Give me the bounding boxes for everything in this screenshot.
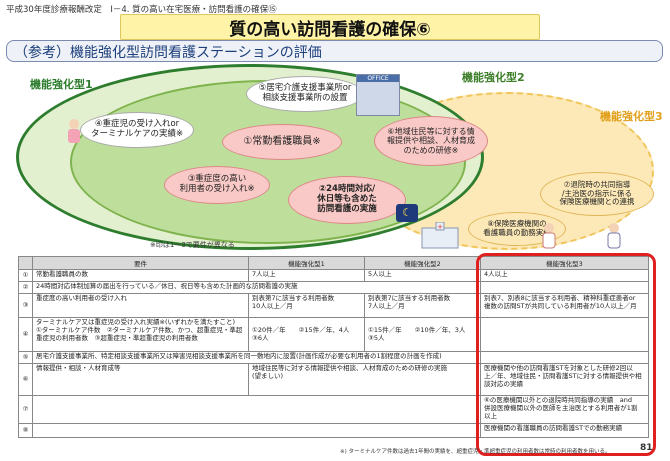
bubble-6: ⑥地域住民等に対する情 報提供や相談、人材育成 のための研修※: [374, 116, 488, 166]
row-number: ②: [19, 282, 33, 294]
row-type1: 7人以上: [249, 270, 365, 282]
hospital-icon: +: [420, 222, 460, 250]
row-type2: ①15件／年 ②10件／年、3人 ③5人: [365, 318, 481, 352]
svg-text:+: +: [437, 223, 443, 231]
nurse-child-illustration: [64, 118, 84, 146]
row-number: ⑤: [19, 352, 33, 364]
doctor-illustration: [605, 222, 623, 250]
bubble-2-text: ②24時間対応/ 休日等も含めた 訪問看護の実施: [317, 185, 377, 214]
type1-label: 機能強化型1: [30, 76, 93, 92]
night-moon-icon: ☾: [396, 204, 418, 222]
row-requirement: 居宅介護支援事業所、特定相談支援事業所又は障害児相談支援事業所を同一敷地内に設置…: [33, 352, 481, 364]
table-header: 要件: [33, 257, 249, 270]
row-number: ⑦: [19, 396, 33, 424]
bubble-1-text: ①常勤看護職員※: [243, 136, 320, 148]
office-building-icon: OFFICE: [356, 74, 400, 116]
row-number: ⑥: [19, 364, 33, 396]
row-number: ③: [19, 294, 33, 318]
row-type1: 別表第7に該当する利用者数 10人以上／月: [249, 294, 365, 318]
table-header: [19, 257, 33, 270]
bubble-3-text: ③重症度の高い 利用者の受け入れ※: [179, 175, 254, 195]
type2-label: 機能強化型2: [462, 69, 525, 85]
nurse-illustration: [540, 222, 558, 250]
diagram-note: ※印は1～3で要件が異なる: [150, 240, 235, 250]
row-requirement: [33, 396, 481, 424]
bubble-4-text: ④重症児の受け入れor ターミナルケアの実績※: [91, 120, 183, 140]
table-header: 機能強化型2: [365, 257, 481, 270]
bubble-7: ⑦退院時の共同指導 /主治医の指示に係る 保険医療機関との連携: [540, 172, 654, 216]
row-requirement: 重症度の高い利用者の受け入れ: [33, 294, 249, 318]
table-footnote: ※) ターミナルケア件数は過去1年間の実績を、超重症児・準超重症児の利用者数は常…: [340, 447, 611, 455]
bubble-7-text: ⑦退院時の共同指導 /主治医の指示に係る 保険医療機関との連携: [560, 181, 635, 207]
title-banner: 質の高い訪問看護の確保⑥: [120, 14, 540, 40]
table-header: 機能強化型1: [249, 257, 365, 270]
page-title: 質の高い訪問看護の確保⑥: [229, 15, 430, 40]
row-type2: 5人以上: [365, 270, 481, 282]
row-requirement: 情報提供・相談・人材育成等: [33, 364, 249, 396]
row-number: ①: [19, 270, 33, 282]
bubble-4: ④重症児の受け入れor ターミナルケアの実績※: [80, 112, 194, 148]
row-requirement: 24時間対応体制加算の届出を行っている／休日、祝日等も含めた計画的な訪問看護の実…: [33, 282, 481, 294]
bubble-5: ⑤居宅介護支援事業所or 相談支援事業所の設置: [246, 76, 364, 112]
page-subtitle: （参考）機能強化型訪問看護ステーションの評価: [14, 42, 322, 62]
row-type1: 地域住民等に対する情報提供や相談、人材育成のための研修の実施 (望ましい): [249, 364, 481, 396]
page-number: 81: [640, 443, 653, 453]
bubble-6-text: ⑥地域住民等に対する情 報提供や相談、人材育成 のための研修※: [387, 127, 475, 155]
bubble-3: ③重症度の高い 利用者の受け入れ※: [164, 166, 270, 204]
bubble-1: ①常勤看護職員※: [222, 124, 342, 160]
row-number: ⑧: [19, 424, 33, 438]
type3-label: 機能強化型3: [600, 108, 663, 124]
row-type2: 別表第7に該当する利用者数 7人以上／月: [365, 294, 481, 318]
row-type1: ①20件／年 ②15件／年、4人 ③6人: [249, 318, 365, 352]
row-number: ④: [19, 318, 33, 352]
bubble-2: ②24時間対応/ 休日等も含めた 訪問看護の実施: [288, 176, 406, 224]
row-requirement: ターミナルケア又は重症児の受け入れ実績※(いずれかを満たすこと) ①ターミナルケ…: [33, 318, 249, 352]
row-requirement: 常勤看護職員の数: [33, 270, 249, 282]
office-sign: OFFICE: [357, 75, 399, 82]
bubble-5-text: ⑤居宅介護支援事業所or 相談支援事業所の設置: [259, 84, 352, 104]
type3-highlight-box: [476, 253, 656, 456]
row-requirement: [33, 424, 481, 438]
